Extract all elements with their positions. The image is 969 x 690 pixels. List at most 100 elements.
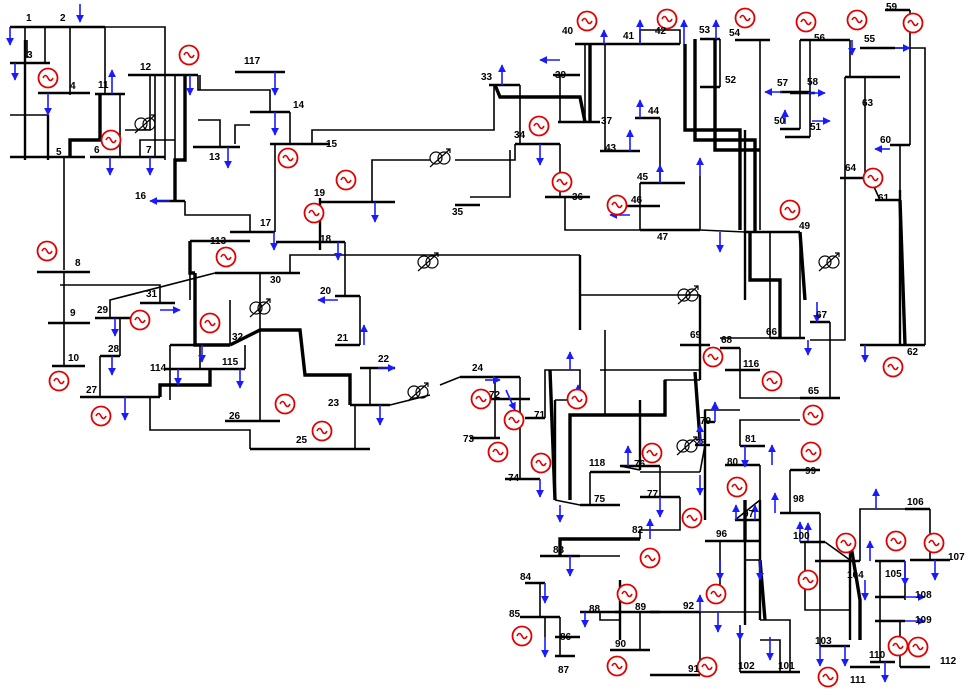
bus-label: 69 (690, 330, 702, 341)
heavy-line-11 (748, 232, 782, 338)
bus-label: 97 (743, 509, 755, 520)
ac-generator-icon (511, 625, 533, 647)
bus-label: 24 (472, 363, 484, 374)
bus-label: 44 (648, 106, 660, 117)
transmission-lines (10, 10, 931, 675)
ac-generator-icon (726, 476, 748, 498)
bus-label: 20 (320, 286, 332, 297)
line-4 (85, 26, 166, 160)
bus-label: 98 (793, 494, 805, 505)
heavy-line-15 (568, 380, 667, 500)
bus-label: 60 (880, 135, 892, 146)
bus-label: 30 (270, 275, 282, 286)
line-110 (564, 197, 640, 231)
bus-label: 4 (70, 81, 76, 92)
bus-label: 28 (108, 344, 120, 355)
bus-label: 82 (632, 525, 644, 536)
line-12 (198, 119, 221, 147)
ac-generator-icon (530, 452, 552, 474)
bus-label: 67 (816, 310, 828, 321)
bus-label: 57 (777, 78, 789, 89)
bus-label: 89 (635, 602, 647, 613)
bus-label: 115 (222, 357, 239, 368)
bus-label: 90 (615, 639, 627, 650)
bus-label: 14 (293, 100, 305, 111)
bus-label: 64 (845, 163, 857, 174)
ac-generator-icon (274, 393, 296, 415)
bus-label: 40 (562, 26, 574, 37)
bus-label: 63 (862, 98, 874, 109)
ac-generator-icon (277, 147, 299, 169)
bus-label: 118 (589, 458, 606, 469)
bus-label: 46 (631, 195, 643, 206)
bus-label: 84 (520, 572, 532, 583)
line-21 (455, 144, 516, 161)
bus-label: 110 (869, 650, 886, 661)
bus-label: 11 (98, 80, 109, 91)
bus-label: 50 (774, 116, 786, 127)
ac-generator-icon (37, 67, 59, 89)
bus-label: 71 (534, 410, 546, 421)
bus-label: 29 (97, 305, 109, 316)
ac-generator-icon (335, 169, 357, 191)
bus-label: 101 (778, 661, 795, 672)
line-76 (859, 508, 905, 561)
bus-label: 81 (745, 434, 757, 445)
bus-label: 21 (337, 333, 349, 344)
ac-generator-icon (100, 129, 122, 151)
bus-label: 112 (940, 656, 957, 667)
bus-label: 116 (743, 359, 760, 370)
bus-label: 108 (915, 590, 932, 601)
bus-label: 3 (27, 50, 33, 61)
line-65 (604, 330, 700, 416)
line-75 (824, 541, 851, 561)
ac-generator-icon (90, 405, 112, 427)
ac-generator-icon (199, 312, 221, 334)
ac-generator-icon (528, 115, 550, 137)
line-68 (639, 497, 681, 539)
bus-label: 15 (326, 139, 338, 150)
ac-generator-icon (802, 404, 824, 426)
bus-label: 73 (463, 434, 475, 445)
generators (36, 7, 945, 688)
bus-label: 18 (320, 234, 332, 245)
bus-label: 39 (555, 70, 567, 81)
heavy-line-6 (493, 84, 587, 123)
bus-label: 80 (727, 457, 739, 468)
ac-generator-icon (129, 309, 151, 331)
phase-shifter-transformer-icon (417, 252, 439, 272)
ac-generator-icon (885, 530, 907, 552)
bus-label: 22 (378, 354, 390, 365)
bus-label: 62 (907, 347, 919, 358)
line-94 (760, 639, 781, 672)
heavy-line-9 (693, 39, 757, 232)
ac-generator-icon (835, 532, 857, 554)
phase-shifter-transformer-icon (407, 382, 429, 402)
ac-generator-icon (656, 8, 678, 30)
bus-label: 103 (815, 636, 832, 647)
bus-label: 23 (328, 398, 340, 409)
phase-shifter-transformer-icon (676, 436, 698, 456)
bus-label: 105 (885, 569, 902, 580)
bus-label: 68 (721, 335, 733, 346)
ac-generator-icon (36, 240, 58, 262)
phase-shifter-transformer-icon (677, 285, 699, 305)
line-73 (804, 542, 850, 611)
load-arrows (6, 4, 939, 683)
bus-label: 113 (210, 236, 227, 247)
bus-label: 77 (647, 489, 659, 500)
bus-label: 75 (594, 494, 606, 505)
ac-generator-icon (470, 388, 492, 410)
bus-label: 61 (878, 193, 890, 204)
bus-label: 100 (793, 531, 810, 542)
line-70 (739, 419, 800, 446)
bus-label: 102 (738, 661, 755, 672)
line-81 (554, 499, 581, 506)
ac-generator-icon (696, 656, 718, 678)
bus-label: 31 (146, 289, 158, 300)
bus-label: 42 (655, 26, 667, 37)
bus-label: 27 (86, 385, 98, 396)
ac-generator-icon (907, 636, 929, 658)
